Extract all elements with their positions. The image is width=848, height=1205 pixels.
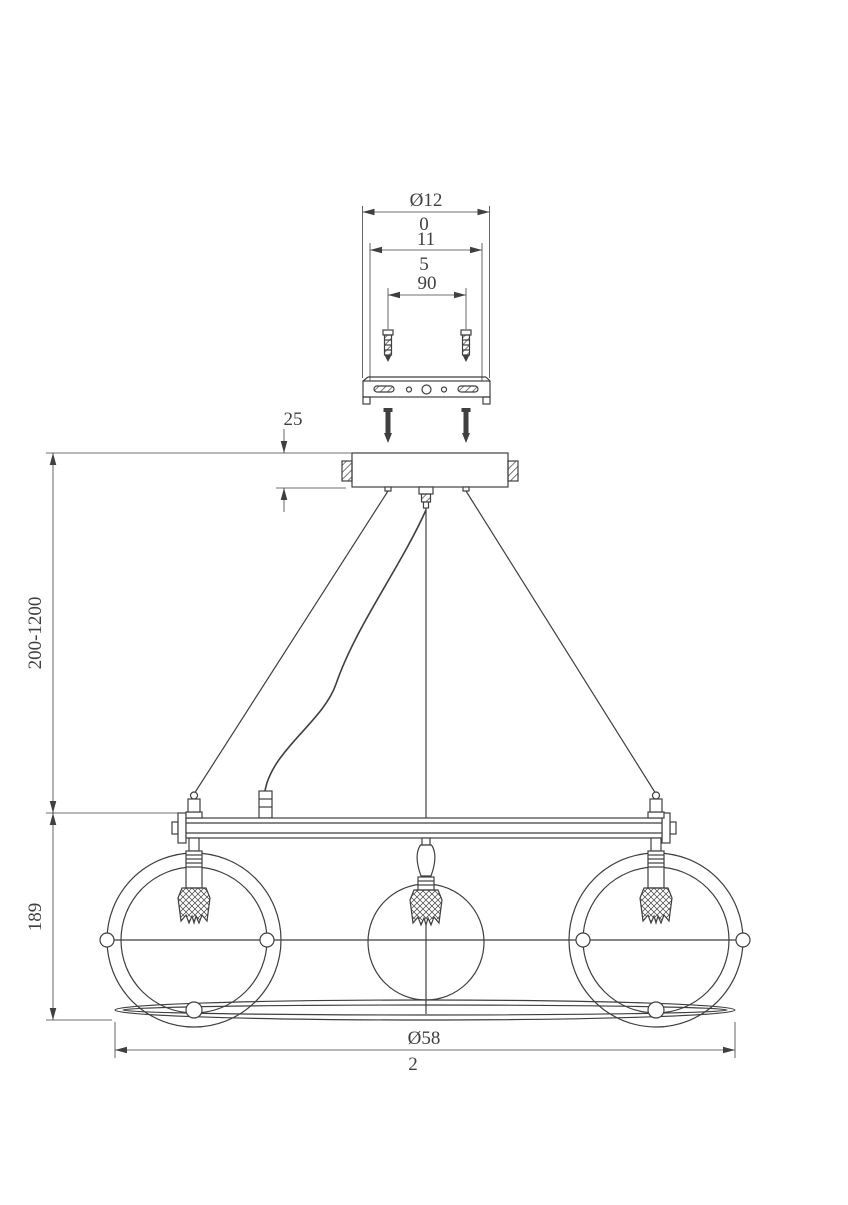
ring-inner-edge xyxy=(122,1004,728,1016)
suspension-cable-left xyxy=(193,490,389,795)
bracket-slot-right xyxy=(457,385,479,393)
bar-end-cap-left xyxy=(177,812,187,844)
bracket-flange-left xyxy=(362,396,371,405)
decorative-sphere xyxy=(647,1001,665,1019)
ornate-bulb-holder xyxy=(639,887,673,926)
dim-label-holes-span: 11 xyxy=(417,229,435,250)
ornate-bulb-holder xyxy=(177,887,211,926)
bracket-flange-right xyxy=(482,396,491,405)
cord-fitting xyxy=(258,790,273,819)
bottom-ring xyxy=(114,999,736,1021)
power-cord xyxy=(264,509,427,792)
bracket-center-hole xyxy=(421,384,432,395)
bracket-hole xyxy=(440,386,448,393)
left-dimensions: 25 200-1200 189 xyxy=(25,409,352,1021)
top-dimensions: Ø12 0 11 5 90 xyxy=(362,190,490,381)
candle-sleeve xyxy=(647,850,665,889)
dim-label-screw-spacing: 90 xyxy=(418,273,437,294)
ceiling-canopy xyxy=(341,452,519,509)
bar-body xyxy=(185,817,663,839)
candle-sleeve xyxy=(417,876,435,891)
baluster-stem xyxy=(416,844,436,877)
dim-label-fixture-diameter: Ø58 xyxy=(408,1028,441,1049)
equator-rail xyxy=(99,932,751,948)
bracket-strap xyxy=(362,380,491,398)
decorative-sphere xyxy=(259,932,275,948)
mounting-screws xyxy=(383,408,471,443)
canopy-body xyxy=(351,452,509,488)
canopy-side-screw-left xyxy=(341,460,353,482)
bar-end-nub-right xyxy=(669,821,677,835)
bracket-slot-left xyxy=(373,385,395,393)
wall-anchor-left xyxy=(382,329,394,362)
dim-label-fixture-diameter-wrap: 2 xyxy=(408,1054,418,1075)
crossbar xyxy=(171,791,677,844)
ring-outer-edge xyxy=(114,999,736,1021)
socket-center xyxy=(409,837,443,1014)
cable-fitting-right xyxy=(647,791,665,819)
decorative-sphere xyxy=(185,1001,203,1019)
dim-label-canopy-height: 25 xyxy=(284,409,303,430)
candle-sleeve xyxy=(185,850,203,889)
suspension-cable-right xyxy=(465,490,657,795)
decorative-sphere xyxy=(575,932,591,948)
dim-label-canopy-plate-diameter: Ø12 xyxy=(410,190,443,211)
decorative-sphere xyxy=(735,932,751,948)
bar-end-nub-left xyxy=(171,821,179,835)
bracket-hole xyxy=(405,386,413,393)
wall-anchors xyxy=(382,329,472,362)
socket-left xyxy=(177,837,211,926)
bottom-dimension: Ø58 2 xyxy=(114,1022,736,1075)
dim-label-suspension-length: 200-1200 xyxy=(25,597,46,670)
cable-fitting-left xyxy=(185,791,203,819)
dim-label-fixture-height: 189 xyxy=(25,903,46,932)
wall-anchor-right xyxy=(460,329,472,362)
suspension-cables xyxy=(193,490,657,838)
dim-label-canopy-plate-diameter-wrap: 0 xyxy=(419,214,429,235)
mounting-screw-right xyxy=(461,408,471,443)
mounting-bracket xyxy=(362,376,491,405)
ornate-bulb-holder xyxy=(409,889,443,928)
dim-label-holes-span-wrap: 5 xyxy=(419,254,429,275)
socket-right xyxy=(639,837,673,926)
decorative-sphere xyxy=(99,932,115,948)
mounting-screw-left xyxy=(383,408,393,443)
canopy-side-screw-right xyxy=(507,460,519,482)
canopy-cable-gland xyxy=(418,486,434,495)
